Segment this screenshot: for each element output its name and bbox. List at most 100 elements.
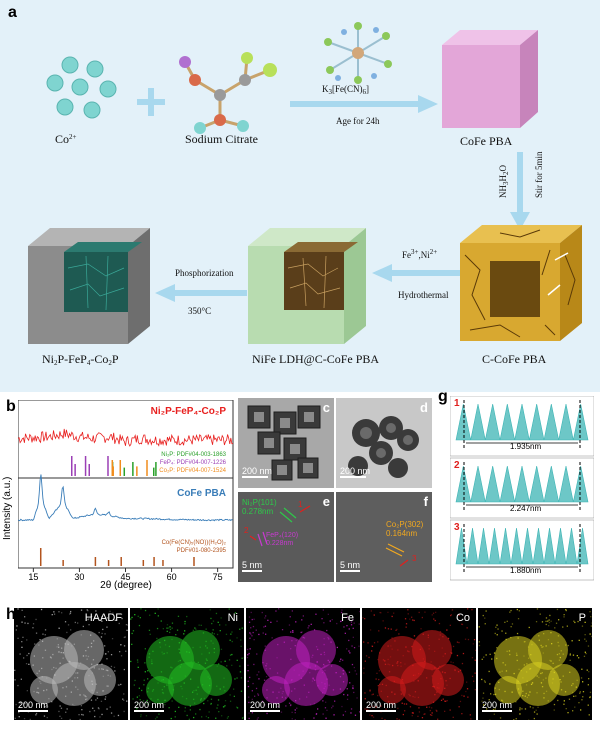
signal-pixel	[156, 637, 158, 640]
signal-pixel	[441, 647, 443, 649]
signal-pixel	[517, 618, 520, 620]
signal-pixel	[44, 706, 46, 708]
ref-ni2p-label: Ni₂P: PDF#04-003-1863	[161, 452, 226, 458]
signal-pixel	[481, 678, 483, 681]
signal-pixel	[420, 628, 422, 630]
signal-pixel	[387, 645, 389, 647]
signal-pixel	[324, 683, 326, 685]
signal-pixel	[498, 681, 500, 683]
signal-pixel	[411, 712, 414, 714]
signal-pixel	[93, 710, 96, 712]
signal-pixel	[521, 708, 523, 710]
signal-pixel	[433, 686, 435, 688]
signal-pixel	[37, 687, 39, 689]
signal-pixel	[90, 634, 92, 636]
tem-hollow-illustration	[336, 398, 432, 488]
signal-pixel	[342, 673, 344, 675]
signal-pixel	[536, 608, 539, 610]
signal-pixel	[178, 648, 180, 650]
signal-pixel	[403, 688, 405, 690]
signal-pixel	[432, 685, 434, 688]
signal-pixel	[471, 609, 473, 611]
signal-pixel	[210, 703, 212, 705]
c-cofe-pba-cube	[460, 225, 582, 341]
signal-pixel	[23, 718, 26, 720]
signal-pixel	[49, 656, 52, 658]
marker-1: 1	[298, 500, 303, 509]
signal-pixel	[434, 667, 436, 669]
signal-pixel	[433, 618, 435, 620]
signal-pixel	[224, 700, 227, 702]
signal-pixel	[435, 611, 437, 613]
signal-pixel	[471, 657, 474, 659]
signal-pixel	[162, 679, 164, 681]
signal-pixel	[459, 669, 462, 671]
signal-pixel	[22, 636, 24, 638]
cobalt-ion-caption: Co2+	[55, 132, 77, 146]
signal-pixel	[387, 663, 389, 665]
signal-pixel	[542, 646, 544, 648]
signal-pixel	[122, 698, 124, 700]
signal-pixel	[173, 685, 175, 687]
signal-pixel	[398, 718, 400, 720]
signal-pixel	[210, 640, 212, 642]
signal-pixel	[581, 699, 583, 701]
signal-pixel	[352, 636, 354, 638]
signal-pixel	[240, 690, 243, 692]
signal-pixel	[312, 654, 314, 656]
c-cofe-pba-caption: C-CoFe PBA	[482, 352, 547, 366]
signal-pixel	[157, 608, 159, 610]
signal-pixel	[146, 691, 149, 693]
co2p-plane-annotation: Co₂P(302)0.164nm	[386, 520, 424, 538]
signal-pixel	[538, 635, 540, 637]
signal-pixel	[324, 669, 326, 672]
signal-pixel	[377, 694, 379, 697]
signal-pixel	[117, 684, 120, 686]
signal-pixel	[550, 670, 552, 672]
signal-pixel	[541, 686, 544, 688]
temperature-label: 350°C	[188, 306, 212, 316]
signal-pixel	[371, 645, 374, 647]
signal-pixel	[278, 608, 280, 610]
signal-pixel	[248, 621, 251, 623]
signal-pixel	[545, 690, 548, 692]
signal-pixel	[390, 645, 392, 647]
signal-pixel	[74, 621, 76, 624]
signal-pixel	[566, 625, 568, 627]
signal-pixel	[431, 669, 433, 671]
signal-pixel	[161, 651, 163, 653]
signal-pixel	[147, 687, 149, 689]
signal-pixel	[327, 659, 329, 662]
signal-pixel	[91, 663, 93, 665]
signal-pixel	[109, 675, 112, 677]
signal-pixel	[327, 636, 329, 639]
signal-pixel	[151, 662, 153, 665]
xrd-top-sample-label: Ni₂P-FeP₄-Co₂P	[151, 406, 227, 417]
panel-b-ylabel: Intensity (a.u.)	[2, 476, 13, 540]
signal-pixel	[276, 697, 278, 699]
signal-pixel	[226, 665, 228, 667]
signal-pixel	[251, 698, 253, 700]
signal-pixel	[322, 713, 324, 715]
panel-f-label: f	[423, 494, 428, 509]
signal-pixel	[137, 661, 139, 663]
signal-pixel	[276, 620, 278, 622]
signal-pixel	[412, 674, 415, 676]
signal-pixel	[550, 660, 552, 662]
signal-pixel	[523, 655, 525, 657]
signal-pixel	[106, 617, 108, 619]
signal-pixel	[291, 610, 293, 612]
signal-pixel	[496, 657, 498, 660]
signal-pixel	[72, 703, 74, 706]
signal-pixel	[331, 619, 333, 621]
scale-bar	[366, 710, 396, 712]
signal-pixel	[248, 616, 251, 618]
signal-pixel	[501, 699, 503, 701]
signal-pixel	[65, 695, 67, 697]
signal-pixel	[193, 716, 195, 719]
signal-pixel	[281, 692, 283, 695]
signal-pixel	[87, 655, 90, 658]
signal-pixel	[64, 621, 67, 623]
signal-pixel	[405, 646, 407, 648]
signal-pixel	[154, 612, 156, 614]
